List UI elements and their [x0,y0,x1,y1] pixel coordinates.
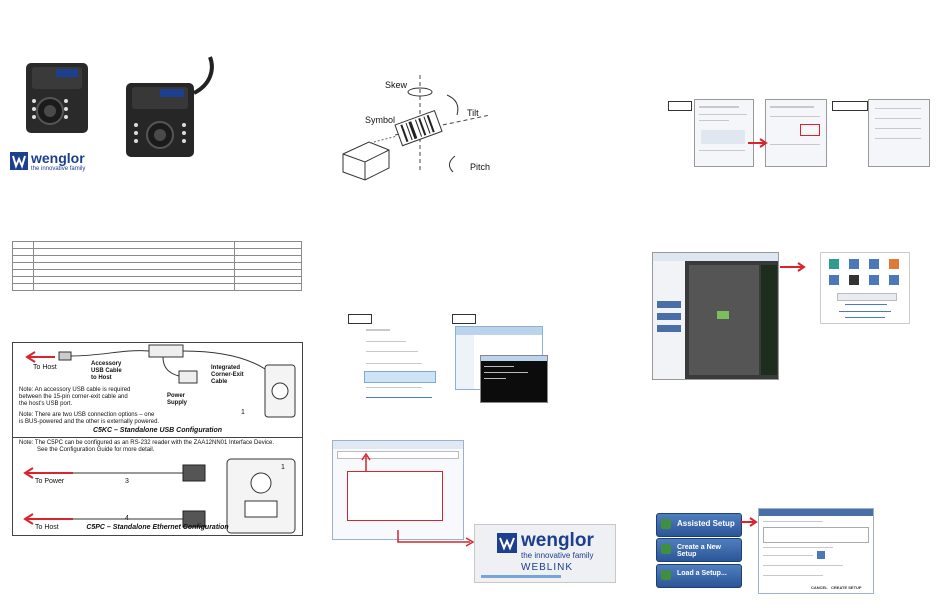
ethernet-connection-drawing [23,458,296,534]
weblink-splash-screen: wenglor the innovative family WEBLINK [474,524,616,583]
left-panel [653,261,685,379]
loading-progress-bar [481,575,561,578]
wenglor-logo: wenglor the innovative family [10,150,130,178]
load-icon [661,570,671,580]
cancel-button[interactable]: CANCEL [811,585,828,590]
command-prompt-screenshot [480,355,548,403]
ethernet-note: Note: The C5PC can be configured as an R… [19,440,275,453]
weblink-tagline: the innovative family [521,551,594,560]
weblink-wordmark: wenglor [521,530,594,551]
network-settings-screenshot [694,99,754,167]
usb-connection-drawing [25,344,296,418]
wenglor-w-icon [497,533,517,553]
connection-configuration-figure: To Host Accessory USB Cable to Host Inte… [12,342,303,536]
arrow-right-icon [780,262,806,272]
usb-config-caption: C5KC – Standalone USB Configuration [92,427,223,434]
create-setup-label: Create a New Setup [677,544,721,558]
connector-pinout-table [12,241,302,291]
results-panel [761,265,777,375]
camera-product-photo [26,56,214,157]
step-label-box [668,101,692,111]
arrow-right-icon [748,138,768,148]
step-label-box [348,314,372,324]
ipv4-properties-screenshot [765,99,827,167]
device-callout-number: 1 [281,464,285,471]
corner-exit-cable-label: Integrated Corner-Exit Cable [211,365,244,385]
usb-to-host-label: To Host [33,364,57,371]
setup-icon [661,519,671,529]
assisted-setup-dialog: CANCEL CREATE SETUP [758,508,874,594]
tilt-label: Tilt [467,108,479,118]
usb-cable-note: Note: An accessory USB cable is required… [19,387,131,407]
create-new-setup-button[interactable]: Create a New Setup [656,538,742,562]
usb-callout-number: 1 [241,409,245,416]
step-label-box [452,314,476,324]
new-setup-icon [661,544,671,554]
wenglor-w-icon [10,152,28,170]
to-power-label: To Power [35,478,65,485]
usb-options-note: Note: There are two USB connection optio… [19,412,160,425]
symbology-grid [763,527,869,543]
to-host-label: To Host [35,524,59,531]
load-setup-label: Load a Setup... [677,570,727,577]
logo-wordmark: wenglor [31,150,85,166]
logo-tagline: the innovative family [31,166,86,172]
pitch-label: Pitch [470,162,491,172]
power-callout-number: 3 [125,478,129,485]
advanced-settings-screenshot [868,99,930,167]
open-folder-option [364,371,436,383]
assisted-setup-label: Assisted Setup [677,519,735,528]
settings-menu-screenshot [820,252,910,324]
skew-label: Skew [385,80,408,90]
section-divider [13,437,302,438]
address-highlight-box [347,471,443,521]
ip-fields-highlight [800,124,820,136]
reader-orientation-diagram: Skew Tilt Symbol Pitch [335,60,515,190]
create-setup-button[interactable]: CREATE SETUP [831,585,862,590]
assisted-setup-button[interactable]: Assisted Setup [656,513,742,537]
arrow-right-icon [740,517,758,527]
ethernet-config-caption: C5PC – Standalone Ethernet Configuration [86,524,229,531]
accessory-cable-label: Accessory USB Cable to Host [91,361,122,381]
symbol-label: Symbol [365,115,396,125]
autoplay-dialog-screenshot [362,325,438,405]
camera-view [689,265,759,375]
load-setup-button[interactable]: Load a Setup... [656,564,742,588]
step-label-box [832,101,868,111]
weblink-main-screenshot [652,252,779,380]
address-bar [337,451,459,459]
callout-arrows [361,452,475,547]
power-supply-label: Power Supply [167,393,188,406]
weblink-product-name: WEBLINK [521,562,574,573]
host-callout-number: 4 [125,515,129,522]
orientation-drawing [342,75,491,181]
browser-window-screenshot [332,440,464,540]
